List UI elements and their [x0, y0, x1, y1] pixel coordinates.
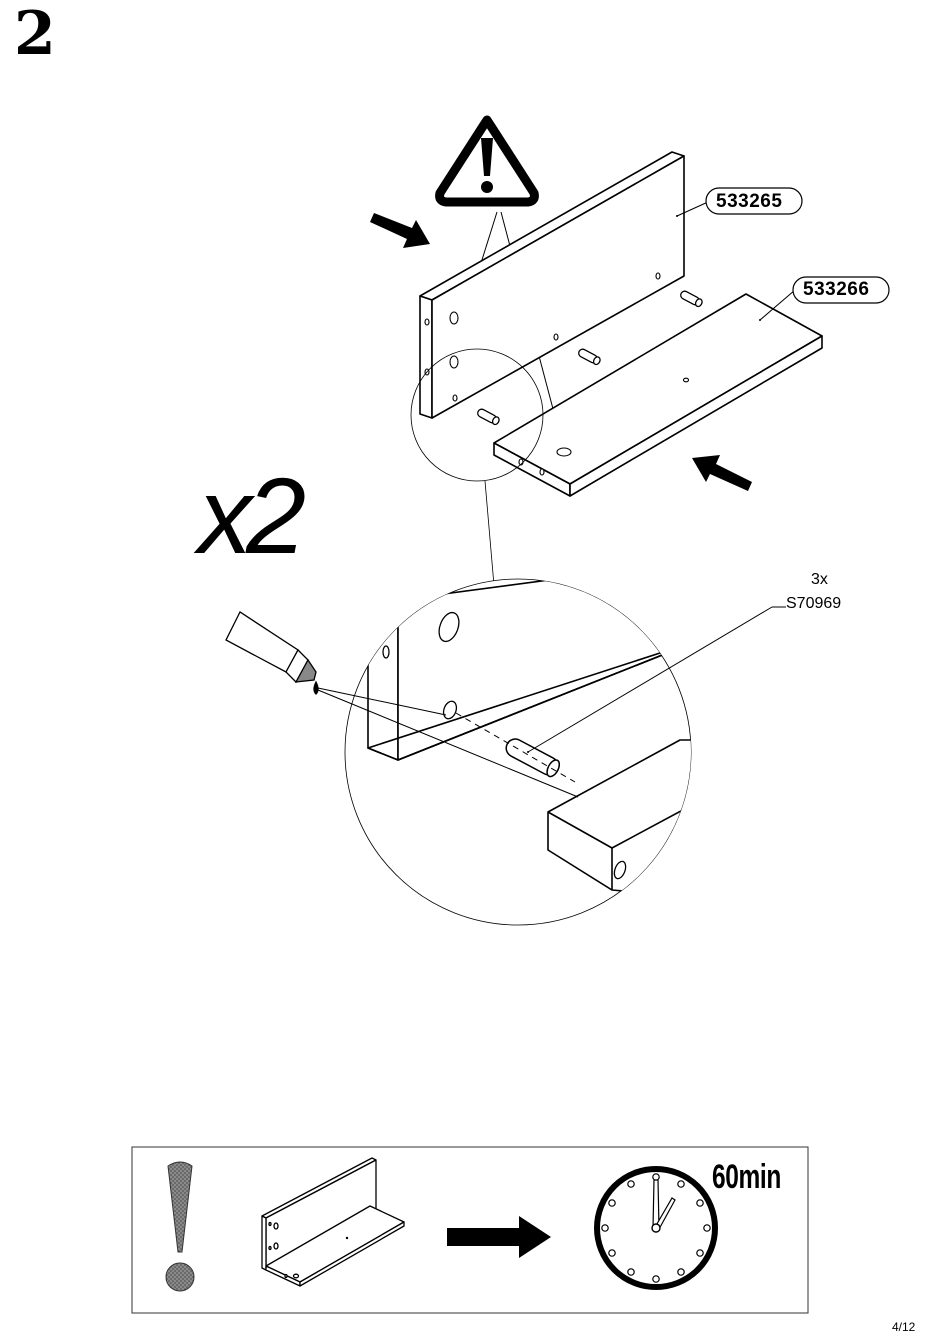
direction-arrow-icon — [447, 1216, 551, 1258]
clock-icon — [597, 1169, 715, 1287]
quantity-multiplier: x2 — [198, 462, 300, 570]
assembled-unit-icon — [262, 1158, 404, 1286]
exclamation-icon — [166, 1162, 194, 1291]
part-label-back-panel: 533265 — [716, 192, 782, 211]
drying-time-label: 60min — [712, 1160, 781, 1194]
page-number: 4/12 — [892, 1321, 915, 1333]
glue-tube-icon — [226, 612, 318, 694]
part-label-bottom-shelf: 533266 — [803, 280, 869, 299]
direction-arrow-icon — [692, 455, 752, 491]
direction-arrow-icon — [370, 213, 430, 248]
dowel-part-code: S70969 — [786, 596, 841, 612]
step-number: 2 — [14, 4, 56, 64]
dowel-quantity: 3x — [811, 572, 828, 588]
warning-triangle-icon — [440, 120, 535, 202]
detail-circle — [318, 560, 786, 925]
